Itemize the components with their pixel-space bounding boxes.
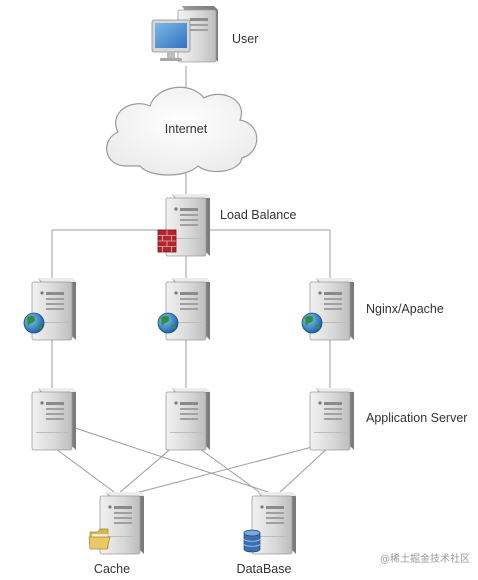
database-node: DataBase: [237, 491, 297, 576]
web-server-1: [23, 277, 77, 341]
server-folder-icon: [88, 491, 145, 555]
user-node: User: [151, 6, 258, 63]
server-database-icon: [243, 491, 297, 555]
internet-label: Internet: [165, 122, 208, 136]
server-firewall-icon: [157, 193, 211, 257]
watermark-text: @稀土掘金技术社区: [380, 552, 470, 565]
cache-label: Cache: [94, 562, 130, 576]
server-icon: [31, 387, 77, 451]
app-server-2: [165, 387, 211, 451]
web-tier: Nginx/Apache: [23, 277, 444, 341]
load-balance-node: Load Balance: [157, 193, 297, 257]
server-globe-icon: [23, 277, 77, 341]
desktop-computer-icon: [151, 6, 218, 63]
database-label: DataBase: [237, 562, 292, 576]
connector-lines: [51, 66, 331, 495]
web-server-3: [301, 277, 355, 341]
server-icon: [309, 387, 355, 451]
app-server-3: [309, 387, 355, 451]
load-balance-label: Load Balance: [220, 208, 297, 222]
web-server-2: [157, 277, 211, 341]
server-globe-icon: [301, 277, 355, 341]
web-tier-label: Nginx/Apache: [366, 302, 444, 316]
internet-node: Internet: [106, 86, 258, 176]
app-server-1: [31, 387, 77, 451]
user-label: User: [232, 32, 258, 46]
server-globe-icon: [157, 277, 211, 341]
server-icon: [165, 387, 211, 451]
cache-node: Cache: [88, 491, 145, 576]
app-tier: Application Server: [31, 387, 467, 451]
cloud-icon: [106, 86, 258, 176]
app-tier-label: Application Server: [366, 411, 467, 425]
